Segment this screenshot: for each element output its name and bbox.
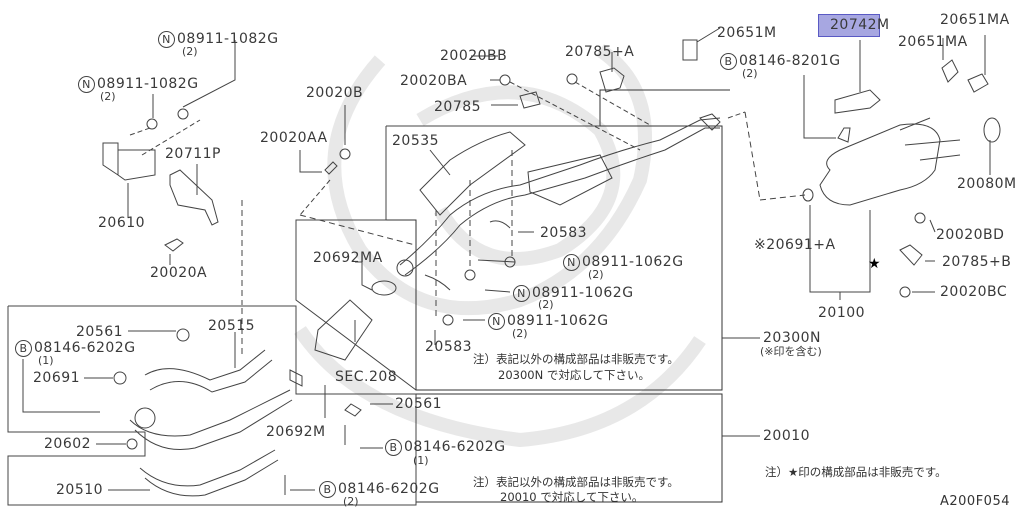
part-label-20610[interactable]: 20610 (98, 215, 146, 231)
part-label-20020BD[interactable]: 20020BD (936, 227, 1005, 243)
part-label-20691[interactable]: 20691 (33, 370, 81, 386)
part-label-20691-A[interactable]: ※20691+A (754, 237, 836, 253)
part-label-SEC208[interactable]: SEC.208 (335, 369, 398, 385)
part-qty: (1) (38, 354, 54, 367)
part-label-20020AA[interactable]: 20020AA (260, 130, 328, 146)
part-label-20742M[interactable]: 20742M (830, 17, 890, 33)
note-20300N-line2: 20300N で対応して下さい。 (498, 368, 650, 382)
part-label-20020BA[interactable]: 20020BA (400, 73, 468, 89)
part-qty: (1) (413, 454, 429, 467)
part-label-20020BB[interactable]: 20020BB (440, 48, 508, 64)
part-label-20010[interactable]: 20010 (763, 428, 811, 444)
part-qty: (2) (538, 298, 554, 311)
part-label-20515[interactable]: 20515 (208, 318, 256, 334)
part-label-20080M[interactable]: 20080M (957, 176, 1017, 192)
part-qty: (2) (742, 67, 758, 80)
part-label-20020B[interactable]: 20020B (306, 85, 364, 101)
part-label-20711P[interactable]: 20711P (165, 146, 221, 162)
part-qty: (2) (182, 45, 198, 58)
part-qty: (2) (588, 268, 604, 281)
part-label-20020A[interactable]: 20020A (150, 265, 208, 281)
note-20010-line1: 注）表記以外の構成部品は非販売です。 (473, 475, 679, 489)
part-label-20561-lower[interactable]: 20561 (395, 396, 443, 412)
part-highlight-20742M (818, 14, 880, 37)
note-20010-line2: 20010 で対応して下さい。 (500, 490, 644, 504)
part-label-20561-upper[interactable]: 20561 (76, 324, 124, 340)
part-label-20651MA-left[interactable]: 20651MA (898, 34, 968, 50)
part-label-20651MA-right[interactable]: 20651MA (940, 12, 1010, 28)
note-20300N-line1: 注）表記以外の構成部品は非販売です。 (473, 352, 679, 366)
diagram-code: A200F054 (940, 494, 1010, 509)
part-label-20785[interactable]: 20785 (434, 99, 482, 115)
part-label-20300N-note: (※印を含む) (760, 345, 822, 358)
svg-text:★: ★ (868, 256, 881, 272)
part-label-20651M[interactable]: 20651M (717, 25, 777, 41)
part-label-20785-A[interactable]: 20785+A (565, 44, 635, 60)
part-qty: (2) (100, 90, 116, 103)
note-star-parts: 注）★印の構成部品は非販売です。 (765, 465, 947, 479)
part-label-20510[interactable]: 20510 (56, 482, 104, 498)
part-label-20535[interactable]: 20535 (392, 133, 440, 149)
part-label-20583-upper[interactable]: 20583 (540, 225, 588, 241)
part-label-20692M[interactable]: 20692M (266, 424, 326, 440)
part-label-20583-lower[interactable]: 20583 (425, 339, 473, 355)
part-qty: (2) (343, 495, 359, 508)
part-label-20785-B[interactable]: 20785+B (942, 254, 1012, 270)
part-label-20100[interactable]: 20100 (818, 305, 866, 321)
part-label-20300N[interactable]: 20300N (763, 330, 822, 346)
part-label-20020BC[interactable]: 20020BC (940, 284, 1008, 300)
part-qty: (2) (512, 327, 528, 340)
part-label-20602[interactable]: 20602 (44, 436, 92, 452)
part-label-20692MA[interactable]: 20692MA (313, 250, 383, 266)
